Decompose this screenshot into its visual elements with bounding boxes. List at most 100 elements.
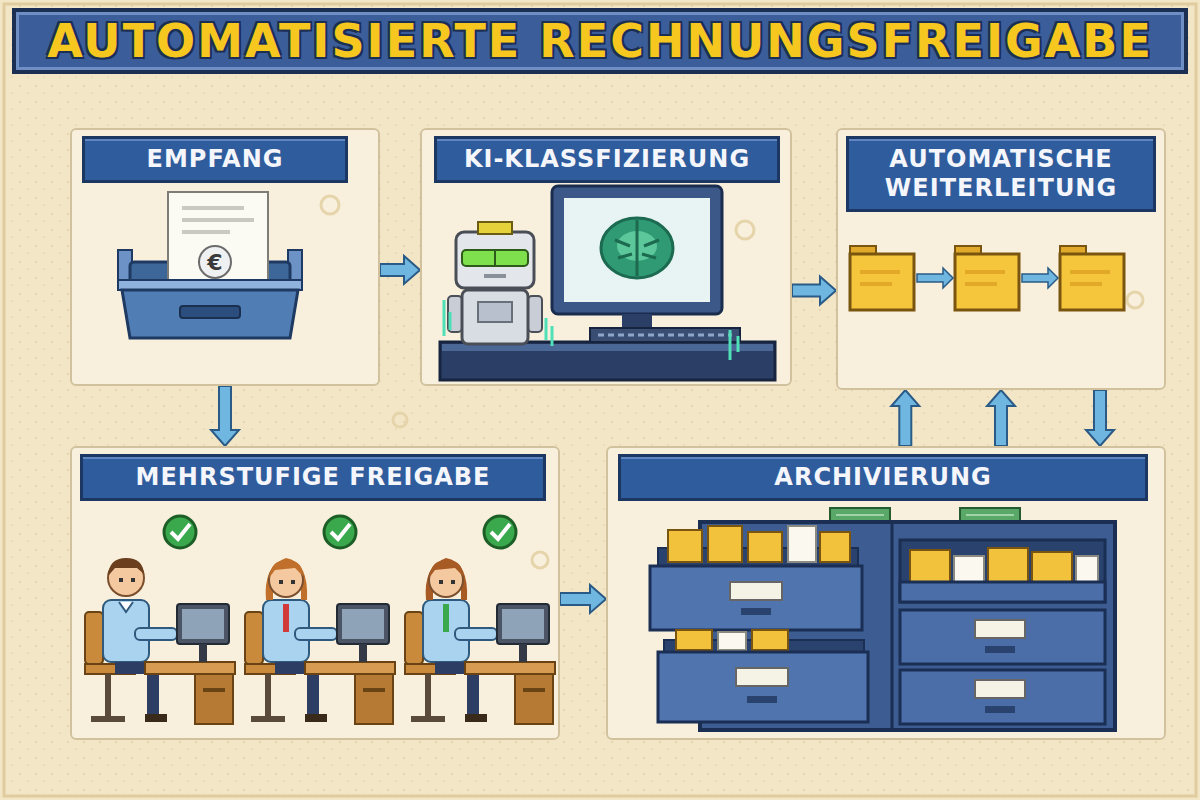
glow-lines (444, 300, 450, 336)
approver-station (251, 716, 285, 722)
filing-cabinet (900, 670, 1105, 724)
approver-station (245, 516, 395, 724)
folder (965, 282, 997, 286)
folder (1060, 246, 1124, 310)
gear-ornament (393, 413, 407, 427)
approver-station (443, 604, 449, 632)
approver-station (145, 714, 167, 722)
inbox-tray-front (122, 290, 298, 338)
folder (850, 254, 914, 310)
approver-station (523, 688, 545, 692)
approver-station (108, 558, 144, 576)
approver-station (342, 609, 384, 639)
desk-console (590, 328, 740, 342)
approver-station (515, 674, 553, 724)
robot (462, 290, 528, 344)
flow-arrow (1086, 390, 1114, 446)
approver-station (145, 662, 235, 674)
flow-arrow (560, 585, 606, 613)
filing-cabinet (910, 550, 950, 584)
invoice-paper (168, 192, 268, 292)
monitor (564, 198, 710, 302)
approver-station (405, 516, 555, 724)
folder (1070, 282, 1102, 286)
panel-fill (836, 128, 1166, 390)
glow-lines (444, 300, 738, 360)
label-holder: € (185, 246, 245, 278)
approver-station (355, 674, 393, 724)
filing-cabinet (891, 524, 894, 728)
open-drawer (650, 566, 862, 630)
approver-station (266, 558, 308, 600)
approver-station (135, 628, 177, 640)
open-drawer (788, 526, 816, 562)
filing-cabinet (900, 582, 1105, 602)
approver-station (182, 609, 224, 639)
approver-station (497, 604, 549, 644)
approver-station (439, 580, 443, 584)
approver-station (119, 578, 123, 582)
invoice-paper (199, 246, 231, 278)
gear-ornament (321, 196, 339, 214)
approver-station (307, 670, 319, 716)
open-drawer (668, 530, 702, 562)
money-stack (836, 514, 1014, 516)
filing-cabinet (975, 620, 1025, 638)
robot (478, 302, 512, 322)
approver-station (491, 524, 510, 539)
approver-station (195, 674, 233, 724)
approver-station (359, 644, 367, 662)
monitor (552, 186, 722, 328)
filing-cabinet (975, 680, 1025, 698)
approver-station (91, 716, 125, 722)
robot (528, 296, 542, 332)
approver-station (502, 609, 544, 639)
approver-station (429, 560, 463, 578)
flow-arrow (380, 256, 420, 284)
inbox-tray-front (180, 306, 240, 318)
open-drawer (748, 532, 782, 562)
approver-station (265, 674, 271, 718)
monitor (615, 220, 659, 276)
approver-station (411, 716, 445, 722)
filing-cabinet (985, 706, 1015, 713)
flow-arrow (987, 390, 1015, 446)
approver-station (283, 604, 289, 632)
approver-station (305, 662, 395, 674)
approver-station (269, 560, 303, 578)
filing-cabinet (1032, 552, 1072, 584)
panel-fill (70, 446, 560, 740)
panel-fill (70, 128, 1166, 740)
folder-arrow (917, 268, 953, 288)
open-drawer (730, 582, 782, 600)
approver-station (455, 628, 497, 640)
approver-station (119, 602, 133, 612)
approver-station (405, 612, 423, 664)
title-banner: AUTOMATISIERTE RECHNUNGSFREIGABE (12, 8, 1188, 74)
stage-panel: KI-KLASSFIZIERUNG (420, 128, 792, 386)
approver-station (171, 524, 190, 539)
panel-heading: ARCHIVIERUNG (618, 454, 1148, 501)
folder-arrow (1022, 268, 1058, 288)
approver-station (467, 670, 479, 716)
approver-station (331, 524, 350, 539)
open-drawer (741, 608, 771, 615)
approver-station (451, 580, 455, 584)
filing-cabinet (988, 548, 1028, 584)
robot (494, 250, 496, 266)
invoice-paper (168, 192, 268, 292)
approver-station (164, 516, 196, 548)
folder (860, 282, 892, 286)
approver-station (177, 604, 229, 644)
robot (484, 274, 506, 278)
approver-station (465, 662, 555, 674)
open-drawer (747, 696, 777, 703)
approver-station (426, 558, 468, 600)
monitor (601, 218, 673, 278)
open-drawer (718, 632, 746, 650)
robot (456, 232, 534, 288)
approver-station (105, 674, 111, 718)
